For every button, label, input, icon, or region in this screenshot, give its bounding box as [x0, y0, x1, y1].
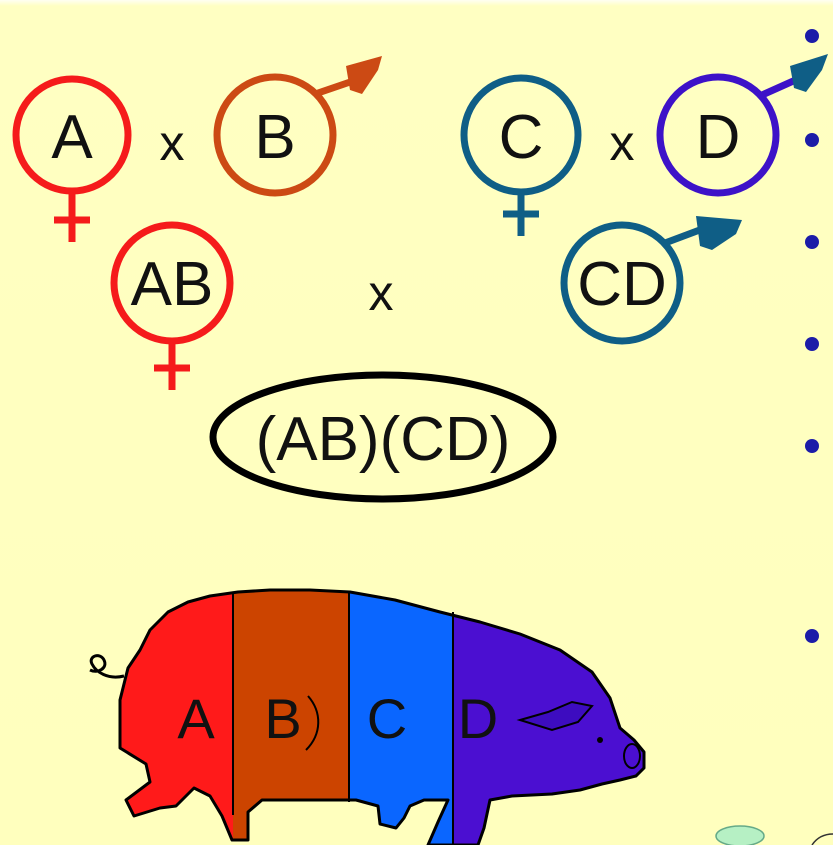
pig-outline: [118, 588, 646, 845]
circle-b: [213, 73, 337, 197]
bullet-list: [805, 29, 819, 643]
bullet-4: [805, 337, 819, 351]
label-ab: AB: [131, 250, 214, 319]
pig-label-b-mark: [305, 695, 320, 751]
cross-symbol-cd: x: [610, 115, 635, 171]
pig-tail: [89, 654, 125, 679]
circle-d: [656, 73, 780, 197]
bullet-2: [805, 133, 819, 147]
slide-nav-curl: [811, 833, 833, 845]
cross-symbol-ab: x: [160, 115, 185, 171]
slide-nav-blob: [715, 825, 765, 845]
pig-label-d: D: [458, 687, 498, 750]
pig-snout: [623, 743, 641, 769]
parent-c-female-symbol: C: [460, 74, 582, 236]
label-d: D: [696, 103, 741, 172]
pig-label-c: C: [367, 687, 407, 750]
bullet-1: [805, 29, 819, 43]
bullet-5: [805, 439, 819, 453]
label-offspring: (AB)(CD): [256, 405, 511, 474]
parent-b-male-symbol: B: [213, 56, 382, 197]
hybrid-cd-male-symbol: CD: [560, 216, 742, 345]
hybrid-ab-female-symbol: AB: [110, 221, 234, 390]
bullet-6: [805, 629, 819, 643]
parent-d-male-symbol: D: [656, 54, 828, 197]
male-arrowhead-d: [790, 54, 828, 92]
label-c: C: [499, 103, 544, 172]
parent-a-female-symbol: A: [12, 75, 132, 242]
label-a: A: [51, 103, 93, 172]
offspring-ellipse: [209, 371, 557, 503]
pig-label-b: B: [264, 687, 301, 750]
pig-ear: [516, 700, 594, 732]
circle-cd: [560, 221, 684, 345]
pig-label-a: A: [177, 687, 215, 750]
label-b: B: [254, 103, 295, 172]
offspring-group: (AB)(CD): [209, 371, 557, 503]
male-arrowhead-b: [346, 56, 382, 94]
bullet-3: [805, 235, 819, 249]
pig-eye: [597, 737, 603, 743]
cross-symbol-hybrids: x: [369, 265, 394, 321]
label-cd: CD: [577, 250, 667, 319]
pig-illustration: A B C D: [89, 588, 646, 845]
male-arrowhead-cd: [696, 216, 742, 250]
